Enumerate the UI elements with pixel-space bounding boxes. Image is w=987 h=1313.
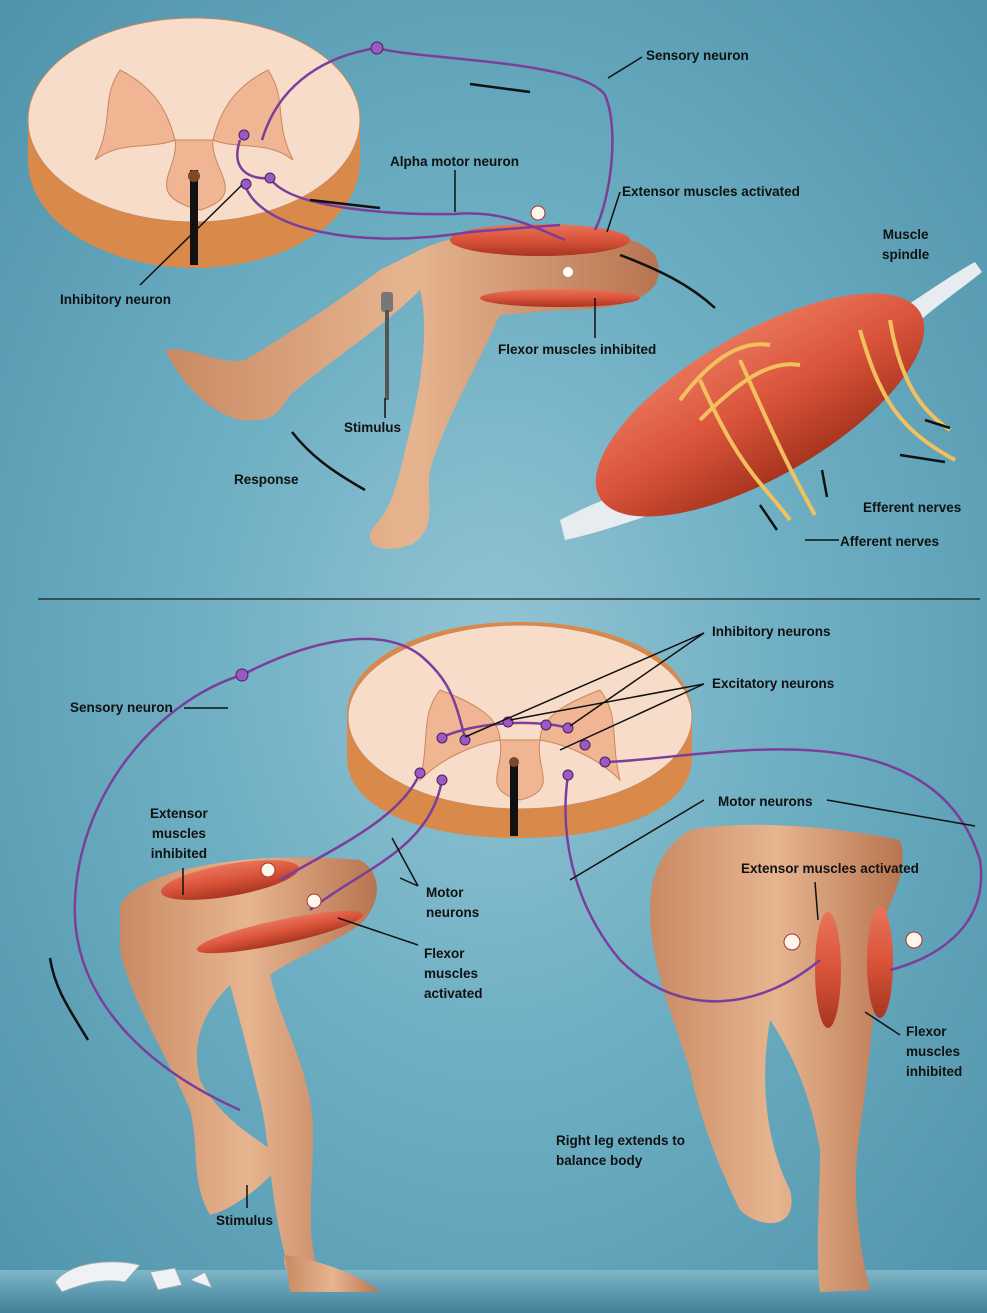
arrow-bottom xyxy=(50,958,88,1040)
label-inhibitory-neurons: Inhibitory neurons xyxy=(712,622,831,642)
label-flexor-activated-bottom: Flexor muscles activated xyxy=(424,944,483,1004)
label-muscle-spindle: Muscle spindle xyxy=(882,225,929,265)
label-extensor-activated-top: Extensor muscles activated xyxy=(622,182,800,202)
label-inhibitory-neuron: Inhibitory neuron xyxy=(60,290,171,310)
leg-bottom-right xyxy=(650,825,903,1292)
label-alpha-motor-neuron: Alpha motor neuron xyxy=(390,152,519,172)
leg-top xyxy=(165,224,659,549)
label-motor-neurons-right: Motor neurons xyxy=(718,792,813,812)
label-sensory-neuron-top: Sensory neuron xyxy=(646,46,749,66)
reflex-hammer xyxy=(381,292,393,400)
label-stimulus-top: Stimulus xyxy=(344,418,401,438)
label-afferent-nerves: Afferent nerves xyxy=(840,532,939,552)
label-sensory-neuron-bottom: Sensory neuron xyxy=(70,698,173,718)
label-stimulus-bottom: Stimulus xyxy=(216,1211,273,1231)
spinal-cord-bottom xyxy=(347,622,692,838)
label-excitatory-neurons: Excitatory neurons xyxy=(712,674,834,694)
label-flexor-inhibited-top: Flexor muscles inhibited xyxy=(498,340,656,360)
label-flexor-inhibited-bottom: Flexor muscles inhibited xyxy=(906,1022,962,1082)
label-response: Response xyxy=(234,470,299,490)
label-efferent-nerves: Efferent nerves xyxy=(863,498,961,518)
label-motor-neurons-left: Motor neurons xyxy=(426,883,479,923)
label-extensor-inhibited-bottom: Extensor muscles inhibited xyxy=(150,804,208,864)
label-extensor-activated-bottom: Extensor muscles activated xyxy=(741,859,919,879)
label-right-leg-extends: Right leg extends to balance body xyxy=(556,1131,685,1171)
